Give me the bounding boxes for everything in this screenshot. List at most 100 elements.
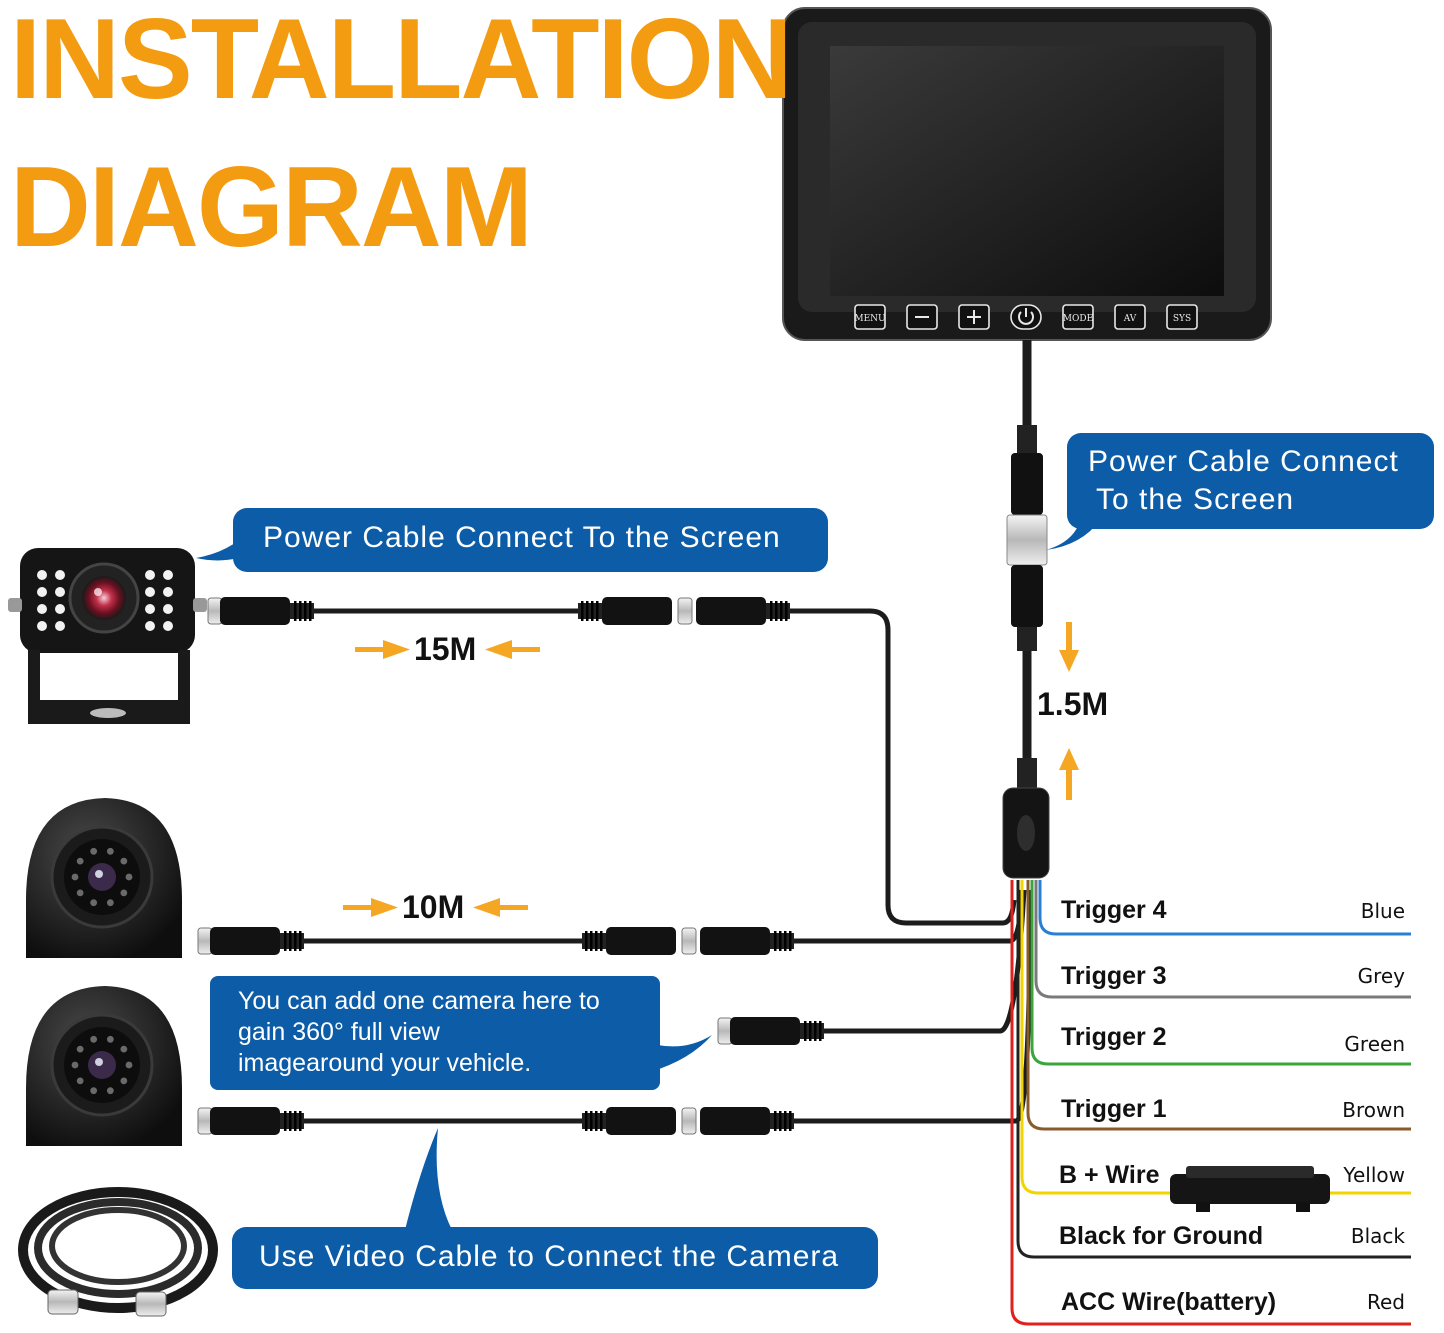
wire-label-ground: Black for Ground <box>1059 1222 1264 1250</box>
camera-lens <box>88 1051 116 1079</box>
coupler-plug-male <box>700 1107 794 1135</box>
wire-red <box>1010 880 1411 1326</box>
power-icon <box>1018 308 1034 325</box>
distance-label-1-5m: 1.5M <box>1037 686 1109 722</box>
ir-led <box>90 1035 98 1043</box>
coupler-plug-male <box>700 927 794 955</box>
extra-camera-socket <box>717 1017 733 1045</box>
power-cable <box>1002 340 1050 879</box>
monitor-button-menu-text[interactable]: MENU <box>854 304 886 330</box>
wire-black <box>1016 880 1411 1259</box>
callout-top-right-line1: Power Cable Connect <box>1088 445 1399 478</box>
ir-led <box>106 899 114 907</box>
callout-add-camera-line2: gain 360° full view <box>238 1018 440 1046</box>
wire-label-acc: ACC Wire(battery) <box>1061 1288 1277 1316</box>
camera-lens <box>82 576 126 620</box>
callout-video-cable <box>232 1227 878 1289</box>
power-connector-coupler <box>1006 514 1048 566</box>
monitor-button-plus-icon[interactable] <box>958 304 990 330</box>
coupler-plug-female <box>582 1107 676 1135</box>
ir-led-array <box>37 570 173 631</box>
ir-led <box>90 847 98 855</box>
power-connector-top <box>1011 453 1043 515</box>
callout-camera-top-text: Power Cable Connect To the Screen <box>263 521 781 554</box>
wire-color-trigger-3: Grey <box>1357 964 1405 988</box>
ir-led <box>71 1061 79 1069</box>
coupler-ring <box>681 1107 697 1135</box>
plus-icon <box>967 310 981 324</box>
distance-label-15m: 15M <box>414 631 477 667</box>
wire-harness <box>1010 880 1411 1326</box>
camera-plug-tip <box>207 597 223 625</box>
monitor-button-label: AV <box>1123 314 1137 324</box>
arrow-up-icon <box>1059 748 1079 770</box>
wire-blue <box>1038 880 1411 936</box>
monitor-button-row: MENU MODE AV SYS <box>854 304 1198 330</box>
ir-led <box>76 889 84 897</box>
callout-add-camera-line3: imagearound your vehicle. <box>238 1049 532 1077</box>
callout-power-screen <box>233 508 828 572</box>
cable-extra-route <box>820 889 1027 1034</box>
coupler-plug-female <box>582 927 676 955</box>
rear-camera <box>8 548 207 724</box>
arrow-right-icon <box>371 898 398 917</box>
monitor-button-label: MENU <box>854 314 886 324</box>
ir-led <box>76 1077 84 1085</box>
ir-led <box>120 889 128 897</box>
arrow-up-shaft <box>1066 770 1072 800</box>
wire-label-trigger-3: Trigger 3 <box>1061 962 1167 990</box>
ir-led <box>106 1035 114 1043</box>
title-line-1: INSTALLATION <box>10 0 793 123</box>
ir-led <box>125 1061 133 1069</box>
ir-led <box>106 1087 114 1095</box>
monitor-button-sys-text[interactable]: SYS <box>1166 304 1198 330</box>
callout-add-camera-text: You can add one camera here to gain 360°… <box>238 986 658 1079</box>
camera-plug-tip <box>197 1107 213 1135</box>
coupler-plug-female <box>578 597 672 625</box>
camera-plug <box>210 927 304 955</box>
wire-green <box>1030 880 1411 1066</box>
wire-color-ground: Black <box>1350 1224 1405 1248</box>
wire-yellow <box>1020 880 1411 1195</box>
wire-label-trigger-1: Trigger 1 <box>1061 1095 1167 1123</box>
camera-plug <box>220 597 314 625</box>
wire-label-trigger-2: Trigger 2 <box>1061 1023 1167 1051</box>
monitor-button-minus-icon[interactable] <box>906 304 938 330</box>
coupler-plug-male <box>696 597 790 625</box>
ir-led <box>90 899 98 907</box>
callout-power-screen-right <box>1067 433 1434 529</box>
wire-color-trigger-4: Blue <box>1360 899 1405 923</box>
ir-led <box>106 847 114 855</box>
side-camera-2 <box>26 986 182 1146</box>
ir-led <box>71 873 79 881</box>
arrow-left-icon <box>473 898 500 917</box>
distance-arrows <box>343 622 1079 917</box>
cable-connectors <box>197 597 824 1135</box>
ir-led <box>120 857 128 865</box>
monitor-button-av-text[interactable]: AV <box>1114 304 1146 330</box>
monitor-button-power-icon[interactable] <box>1010 304 1042 330</box>
ir-led <box>76 857 84 865</box>
wire-color-trigger-2: Green <box>1344 1032 1405 1056</box>
monitor-button-mode-text[interactable]: MODE <box>1062 304 1094 330</box>
camera-lens <box>88 863 116 891</box>
arrow-down-shaft <box>1066 622 1072 652</box>
monitor-screen <box>830 46 1224 296</box>
ir-led <box>120 1077 128 1085</box>
coupler-ring <box>677 597 693 625</box>
coupler-ring <box>681 927 697 955</box>
side-camera-1 <box>26 798 182 958</box>
cable-15m-route <box>790 608 1017 926</box>
power-connector-bottom <box>1011 565 1043 627</box>
callout-add-camera <box>210 976 660 1090</box>
ir-led <box>76 1045 84 1053</box>
ir-led <box>90 1087 98 1095</box>
monitor: MENU MODE AV SYS <box>782 7 1272 341</box>
monitor-button-label: SYS <box>1173 314 1191 324</box>
wire-label-trigger-4: Trigger 4 <box>1061 896 1167 924</box>
title-line-2: DIAGRAM <box>10 142 533 271</box>
callout-top-right-line2: To the Screen <box>1096 483 1295 516</box>
wire-color-b-plus: Yellow <box>1343 1163 1405 1187</box>
arrow-left-icon <box>485 640 512 659</box>
